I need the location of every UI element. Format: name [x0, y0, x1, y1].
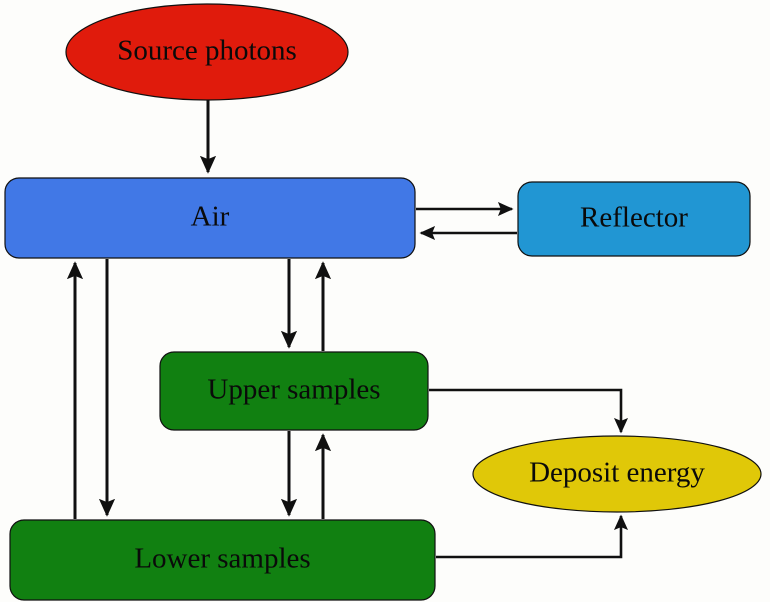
edge-upper-samples-to-deposit-energy — [429, 388, 629, 434]
deposit-energy-ellipse[interactable] — [472, 435, 762, 513]
node-upper-samples[interactable]: Upper samples — [159, 351, 429, 431]
reflector-box[interactable] — [517, 181, 751, 257]
lower-samples-box[interactable] — [9, 519, 436, 601]
upper-samples-box[interactable] — [159, 351, 429, 431]
reflector-label: Reflector — [580, 202, 688, 234]
node-deposit-energy[interactable]: Deposit energy — [472, 435, 762, 513]
node-source-photons[interactable]: Source photons — [65, 3, 349, 101]
edge-lower-samples-to-deposit-energy — [436, 514, 629, 559]
node-lower-samples[interactable]: Lower samples — [9, 519, 436, 601]
edge-group — [66, 100, 629, 559]
upper-samples-label: Upper samples — [207, 374, 380, 406]
lower-samples-label: Lower samples — [134, 543, 310, 575]
air-label: Air — [191, 201, 230, 233]
node-air[interactable]: Air — [4, 177, 416, 259]
air-box[interactable] — [4, 177, 416, 259]
node-reflector[interactable]: Reflector — [517, 181, 751, 257]
deposit-energy-label: Deposit energy — [529, 457, 705, 489]
source-photons-label: Source photons — [117, 35, 297, 67]
source-photons-ellipse[interactable] — [65, 3, 349, 101]
